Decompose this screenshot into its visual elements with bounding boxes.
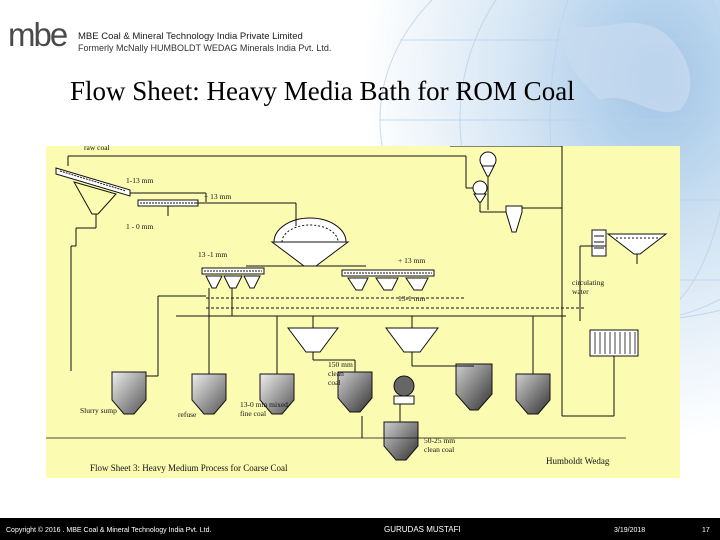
flowsheet-diagram: raw coal 1-13 mm + 13 mm 1 - 0 mm 13 -1 … <box>46 143 680 478</box>
label-plus-13mm-a: + 13 mm <box>204 192 232 201</box>
label-13-1mm: 13 -1 mm <box>198 250 228 259</box>
thickener <box>606 233 668 255</box>
company-name: MBE Coal & Mineral Technology India Priv… <box>78 31 303 42</box>
label-slurry-sump: Slurry sump <box>80 406 117 415</box>
flowsheet-brand: Humboldt Wedag <box>546 456 610 466</box>
footer-page-number: 17 <box>702 527 710 534</box>
vacuum-filter <box>589 329 639 357</box>
label-raw-coal: raw coal <box>84 143 110 152</box>
flowsheet-drawing <box>46 146 668 461</box>
label-13-1mm-b: 13-1 mm <box>398 294 426 303</box>
footer-date: 3/19/2018 <box>614 527 646 534</box>
heavy-media-bath <box>270 241 350 267</box>
bin-middle-right <box>385 327 439 353</box>
footer-bar <box>0 518 720 540</box>
clean-coal-tank-4 <box>383 421 419 461</box>
bin-middle-left <box>287 327 339 353</box>
clean-coal-tank-2 <box>455 363 493 411</box>
degritting-cyclone <box>505 205 523 233</box>
label-1-0mm: 1 - 0 mm <box>126 222 154 231</box>
cyclone-2 <box>472 180 488 196</box>
clean-coal-tank-1 <box>337 371 373 413</box>
flowsheet-caption: Flow Sheet 3: Heavy Medium Process for C… <box>90 463 288 473</box>
refuse-tank <box>191 373 227 415</box>
label-clean-coal-150: 150 mm clean coal <box>328 360 353 387</box>
mbe-logo: mbe <box>8 18 69 52</box>
clean-coal-tank-3 <box>515 373 551 415</box>
label-circulating-water: circulating water <box>572 278 605 296</box>
formerly-text: Formerly McNally HUMBOLDT WEDAG Minerals… <box>78 43 332 53</box>
screen-hopper <box>72 181 117 215</box>
slide-title: Flow Sheet: Heavy Media Bath for ROM Coa… <box>70 76 575 106</box>
label-mixed-fine-coal: 13-0 mm mixed fine coal <box>240 400 288 418</box>
pump <box>393 375 415 397</box>
mixed-fine-coal-tank <box>259 373 295 415</box>
label-refuse: refuse <box>178 410 197 419</box>
heavy-media-drum <box>273 217 347 243</box>
footer-author: GURUDAS MUSTAFI <box>384 525 461 534</box>
logo-text: mbe <box>8 18 67 52</box>
water-tank <box>591 229 607 257</box>
label-clean-coal-25: 50-25 mm clean coal <box>424 436 456 454</box>
footer-copyright: Copyright © 2016 . MBE Coal & Mineral Te… <box>6 527 212 534</box>
label-plus-13mm-b: + 13 mm <box>398 256 426 265</box>
slurry-sump-tank <box>111 371 147 415</box>
label-1-13mm: 1-13 mm <box>126 176 154 185</box>
